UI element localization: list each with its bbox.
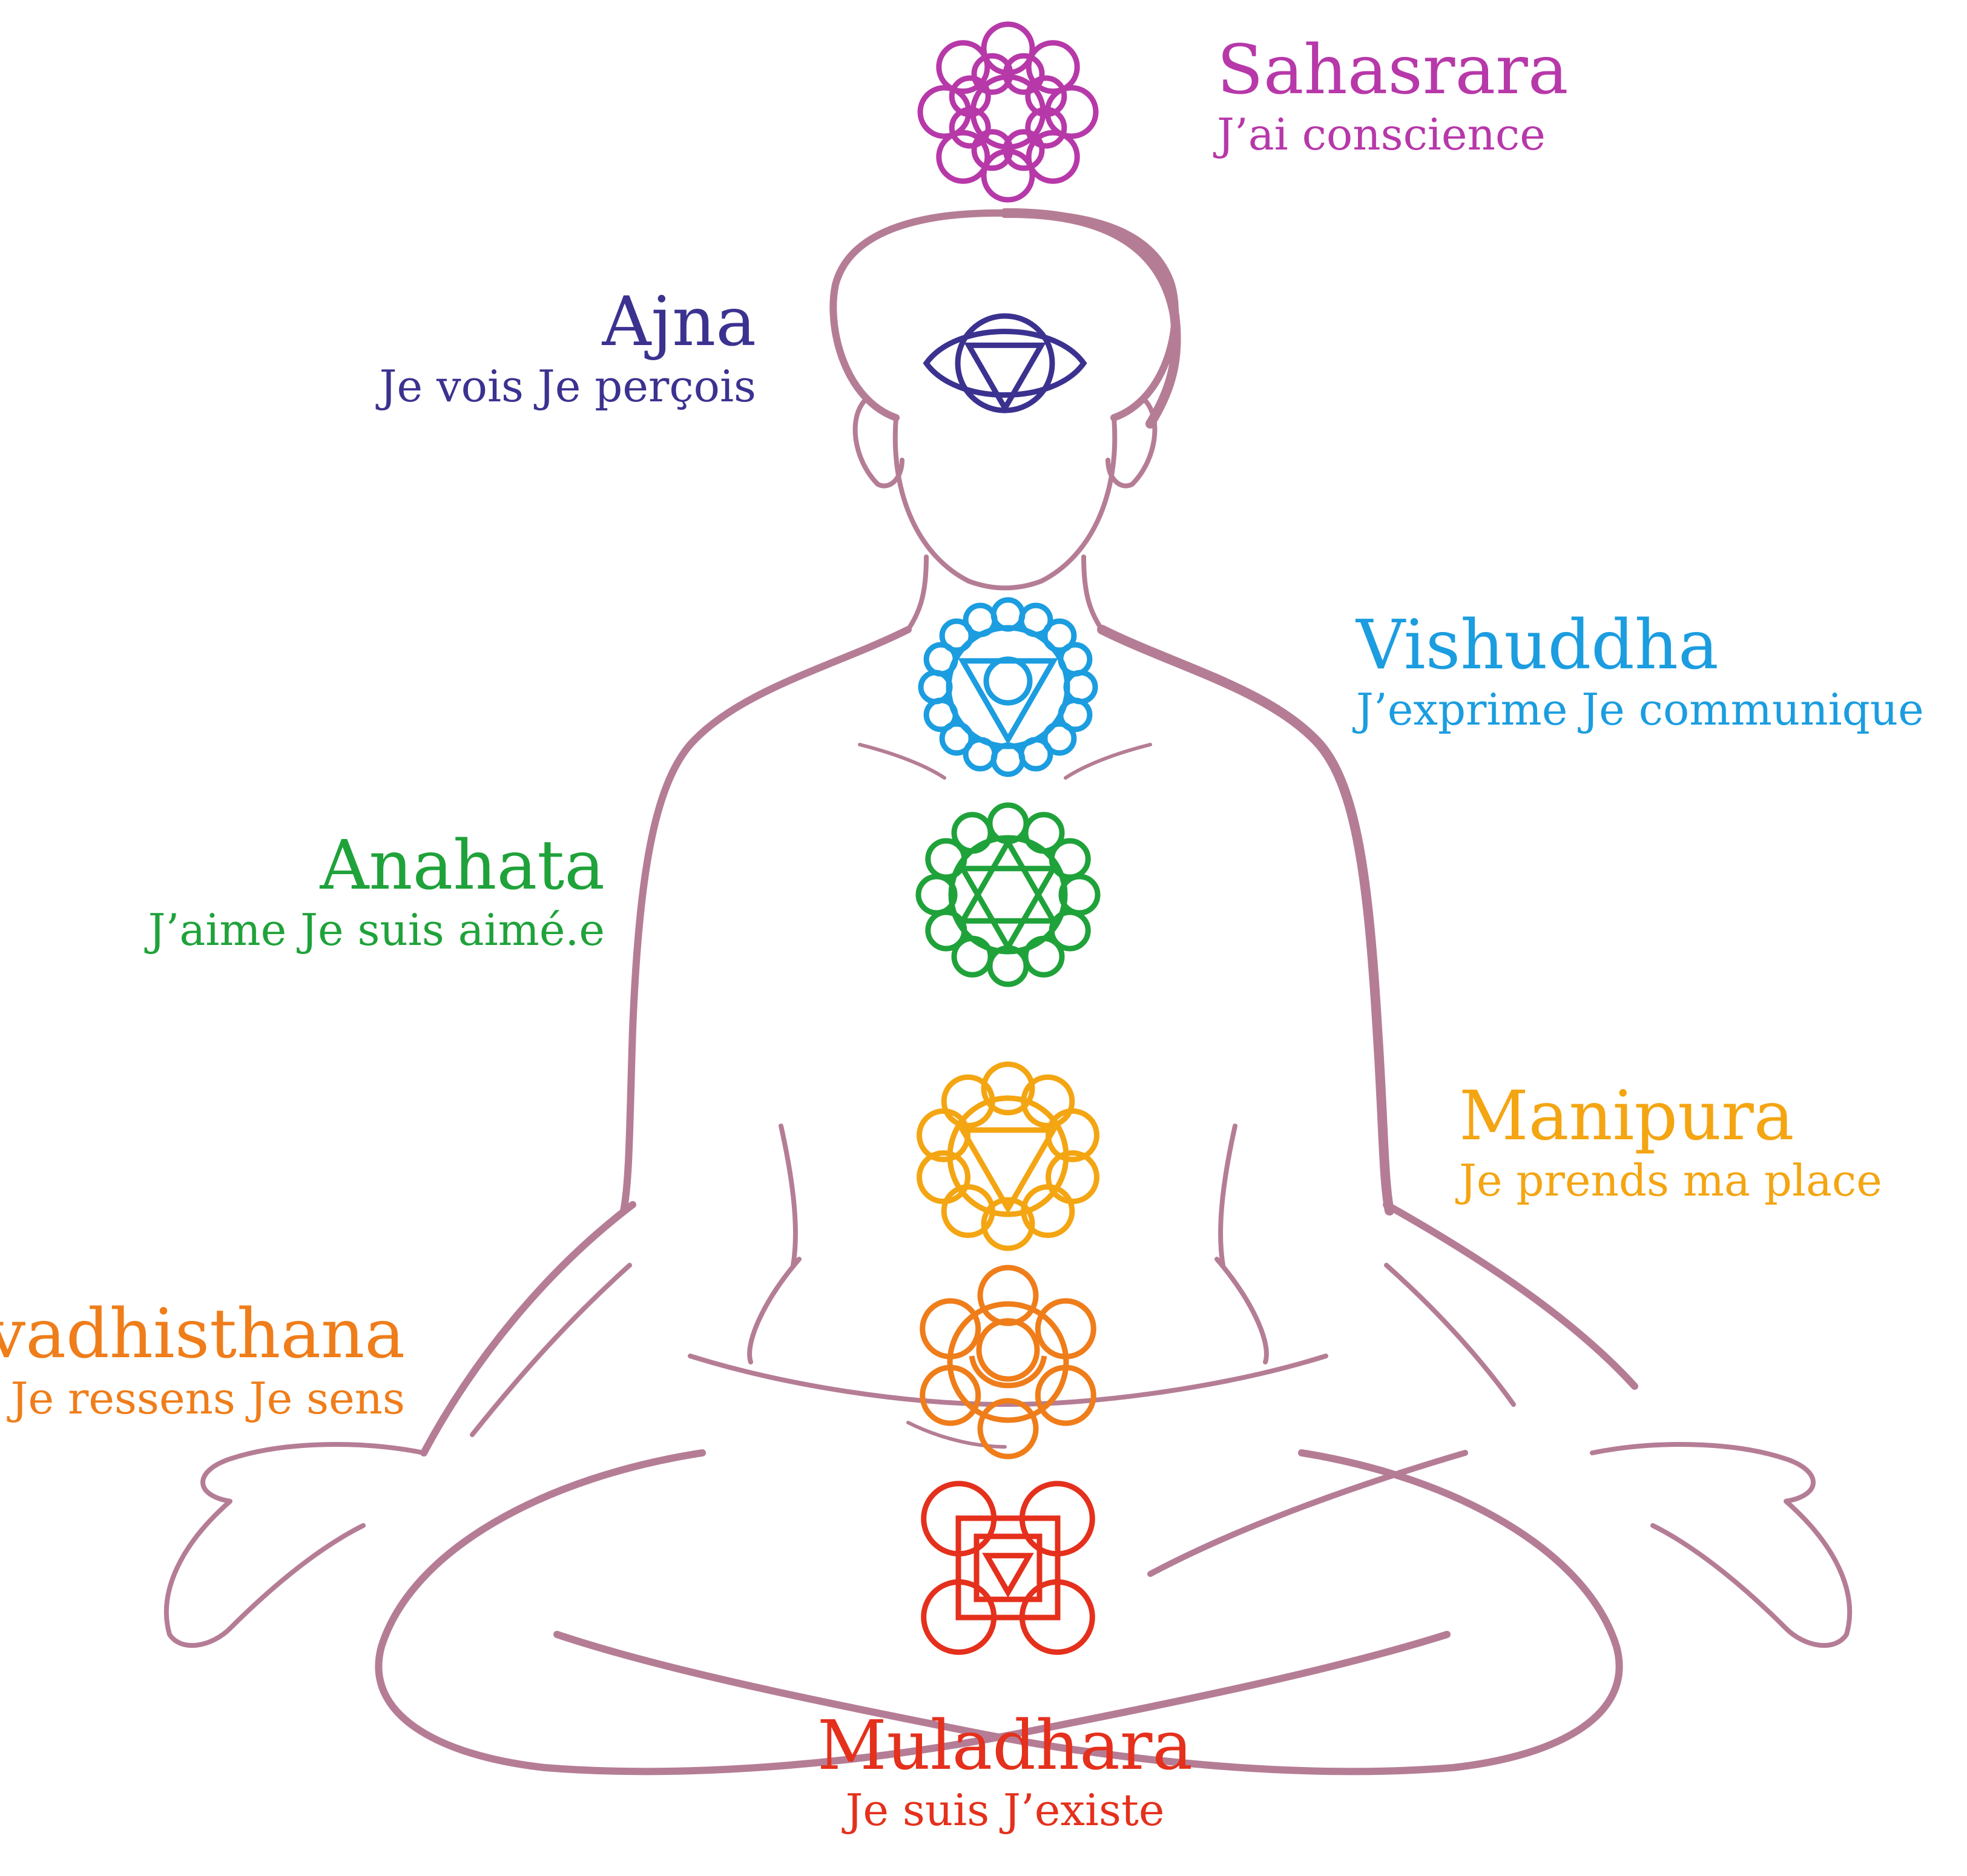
inner-petal	[971, 129, 1013, 171]
petal	[990, 597, 1026, 632]
inner-petal	[949, 75, 991, 117]
outer-petal	[1026, 130, 1080, 184]
left-hand	[163, 1442, 426, 1648]
jaw	[892, 415, 1118, 591]
crescent	[969, 1355, 1047, 1389]
root-square-lotus-icon	[921, 1481, 1095, 1655]
inner-petal	[971, 53, 1013, 95]
chakra-affirmation-anahata: J’aime Je suis aimé.e	[148, 904, 605, 955]
chakra-name-muladhara: Muladhara	[817, 1707, 1193, 1785]
left-shoulder	[620, 626, 912, 1214]
chakra-affirmation-sahasrara: J’ai conscience	[1217, 108, 1546, 160]
thousand-petal-lotus-icon	[917, 21, 1099, 203]
third-eye-icon	[923, 313, 1087, 414]
square	[955, 1515, 1061, 1621]
outer-petal	[936, 130, 990, 184]
left-leg	[375, 1449, 1451, 1776]
outer-circle	[946, 625, 1070, 749]
triangle	[958, 1127, 1058, 1214]
throat-lotus-icon	[918, 597, 1098, 777]
right-forearm	[1384, 1263, 1516, 1407]
right-arm-inner	[1218, 1124, 1237, 1268]
right-shoulder	[1097, 625, 1394, 1216]
inner-circle	[983, 656, 1033, 706]
sacral-crescent-lotus-icon	[920, 1265, 1096, 1460]
right-hand	[1590, 1442, 1853, 1648]
chakra-affirmation-ajna: Je vois Je perçois	[379, 360, 756, 412]
chakra-affirmation-svadhisthana: Je ressens Je sens	[10, 1372, 405, 1424]
chakra-affirmation-manipura: Je prends ma place	[1459, 1154, 1882, 1206]
chakra-name-manipura: Manipura	[1459, 1077, 1794, 1156]
petal	[1042, 618, 1077, 653]
petal	[981, 1061, 1035, 1116]
label-anahata: Anahata J’aime Je suis aimé.e	[148, 827, 605, 955]
inner-petal	[1025, 75, 1067, 117]
outer-circle	[947, 1095, 1069, 1217]
label-manipura: Manipura Je prends ma place	[1459, 1078, 1882, 1206]
inner-petal	[1003, 129, 1045, 171]
triangle	[982, 1553, 1034, 1598]
petal	[939, 721, 974, 756]
chakra-affirmation-vishuddha: J’exprime Je communique	[1356, 683, 1924, 735]
head-bold-right	[1000, 208, 1181, 429]
chakra-affirmation-muladhara: Je suis J’existe	[845, 1784, 1165, 1835]
neck-left	[906, 555, 929, 632]
eye-shape	[923, 329, 1087, 398]
left-chest-line	[858, 743, 946, 780]
lap-line	[906, 1421, 1007, 1449]
inner-petal	[1003, 53, 1045, 95]
inner-petal	[1025, 107, 1067, 149]
inner-square	[974, 1533, 1043, 1602]
belly	[688, 1354, 1328, 1407]
label-vishuddha: Vishuddha J’exprime Je communique	[1356, 607, 1924, 735]
petal	[981, 1197, 1035, 1251]
chakra-name-vishuddha: Vishuddha	[1356, 606, 1719, 685]
solar-plexus-lotus-icon	[917, 1061, 1099, 1251]
outer-circle	[947, 1301, 1069, 1423]
eye-triangle	[964, 342, 1046, 414]
up-triangle	[958, 837, 1058, 924]
label-muladhara: Muladhara Je suis J’existe	[811, 1707, 1199, 1835]
label-sahasrara: Sahasrara J’ai conscience	[1217, 31, 1569, 160]
chakra-name-svadhisthana: Svadhisthana	[0, 1295, 405, 1374]
right-waist	[1214, 1257, 1269, 1364]
petal	[918, 670, 953, 705]
crossed-shin	[1147, 1450, 1468, 1577]
left-waist	[747, 1257, 802, 1364]
outer-petal	[1026, 40, 1080, 94]
petal	[917, 1150, 970, 1205]
right-upper-arm	[1383, 1201, 1638, 1390]
petal	[939, 618, 974, 653]
petal	[1042, 721, 1077, 756]
petal	[1063, 670, 1098, 705]
left-arm-inner	[779, 1124, 798, 1268]
right-chest-line	[1064, 743, 1152, 780]
label-ajna: Ajna Je vois Je perçois	[380, 283, 756, 412]
outer-petal	[936, 40, 990, 94]
petal	[990, 742, 1026, 777]
chakra-name-sahasrara: Sahasrara	[1217, 31, 1569, 110]
moon-circle	[976, 1318, 1040, 1382]
inner-petal	[949, 107, 991, 149]
petal	[977, 1265, 1039, 1326]
left-upper-arm	[420, 1201, 636, 1456]
heart-hexagram-lotus-icon	[915, 802, 1101, 987]
left-forearm	[470, 1263, 632, 1437]
right-leg	[553, 1449, 1623, 1776]
chakra-name-anahata: Anahata	[320, 826, 605, 905]
label-svadhisthana: Svadhisthana Je ressens Je sens	[0, 1295, 405, 1424]
outer-circle	[948, 835, 1068, 955]
chakra-name-ajna: Ajna	[602, 283, 756, 361]
down-triangle	[958, 866, 1058, 953]
petal	[977, 1398, 1039, 1460]
neck-right	[1081, 555, 1104, 632]
center-circle	[970, 74, 1046, 150]
